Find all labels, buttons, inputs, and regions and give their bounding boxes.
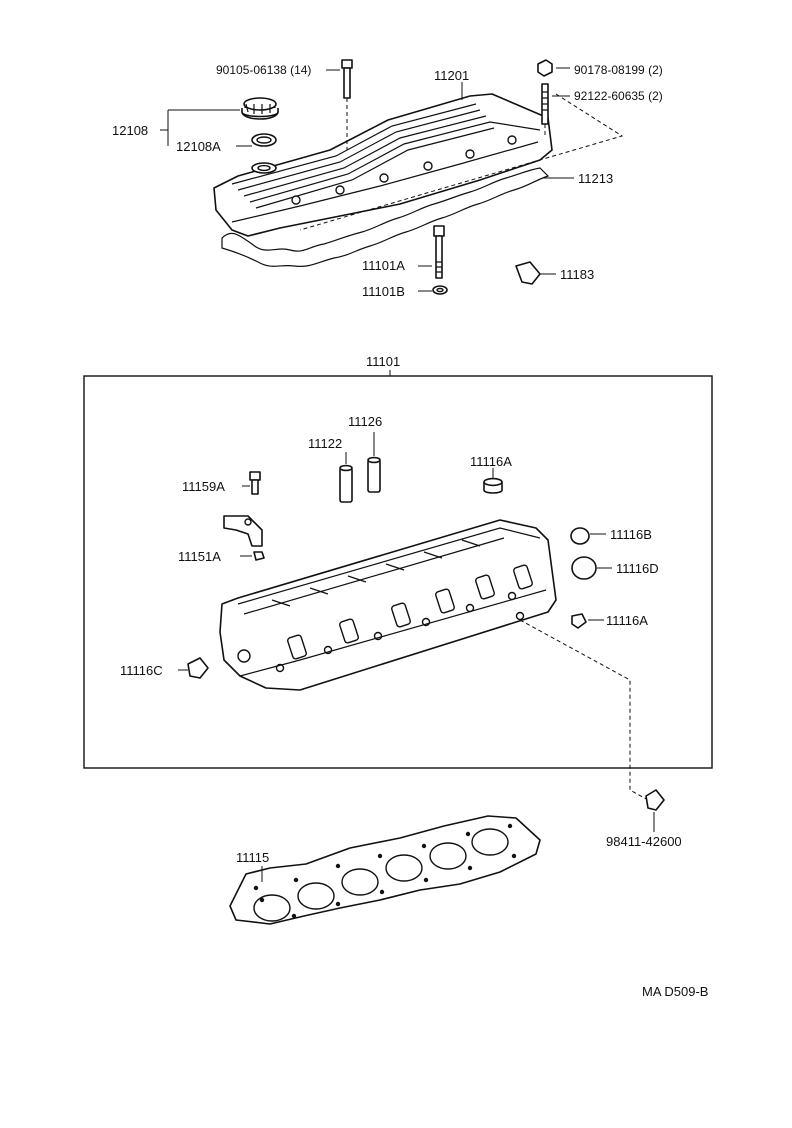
label-plug-11116c: 11116C: [120, 663, 163, 678]
label-bolt-11159a: 11159A: [182, 479, 225, 494]
head-bolt: [432, 225, 448, 295]
plug-98411: [645, 789, 665, 832]
plug-11116c: [178, 657, 209, 679]
cover-gasket: [221, 167, 550, 267]
label-plug-11116d: 11116D: [616, 561, 659, 576]
label-clip-11151a: 11151A: [178, 549, 221, 564]
label-cover: 11201: [434, 68, 469, 83]
label-nut-top: 90178-08199 (2): [574, 63, 663, 77]
label-plug-11116b: 11116B: [610, 527, 652, 542]
plug-11116a-top: [483, 468, 503, 494]
nut-stud: [299, 59, 624, 231]
cover-leaders: [160, 67, 574, 292]
label-plug-11116a-right: 11116A: [606, 613, 648, 628]
head-assembly-box: [83, 375, 713, 769]
label-cap-gasket: 12108A: [176, 139, 221, 154]
plug-11183: [515, 261, 541, 285]
bolt-90105: [341, 59, 353, 150]
label-plug-11116a-top: 11116A: [470, 454, 512, 469]
label-bolt-top: 90105-06138 (14): [216, 63, 311, 77]
label-head-assembly: 11101: [366, 354, 400, 369]
label-cap: 12108: [112, 123, 148, 138]
label-cover-gasket: 11213: [578, 171, 613, 186]
figure-code: MA D509-B: [642, 984, 708, 999]
label-guide-11126: 11126: [348, 414, 382, 429]
clip-11151a: [223, 515, 265, 561]
label-plug-11183: 11183: [560, 267, 594, 282]
cylinder-head: [219, 519, 557, 691]
oil-filler-cap: [241, 97, 279, 147]
label-plug-98411: 98411-42600: [606, 834, 682, 849]
head-gasket: [229, 815, 541, 925]
valve-cover-group: [213, 59, 624, 295]
label-guide-11122: 11122: [308, 436, 342, 451]
label-washer-head: 11101B: [362, 284, 405, 299]
valve-guides: [339, 432, 381, 503]
right-plugs: [570, 527, 612, 629]
label-stud-top: 92122-60635 (2): [574, 89, 663, 103]
label-bolt-head: 11101A: [362, 258, 405, 273]
bolt-11159a: [242, 471, 261, 495]
label-head-gasket: 11115: [236, 850, 269, 865]
